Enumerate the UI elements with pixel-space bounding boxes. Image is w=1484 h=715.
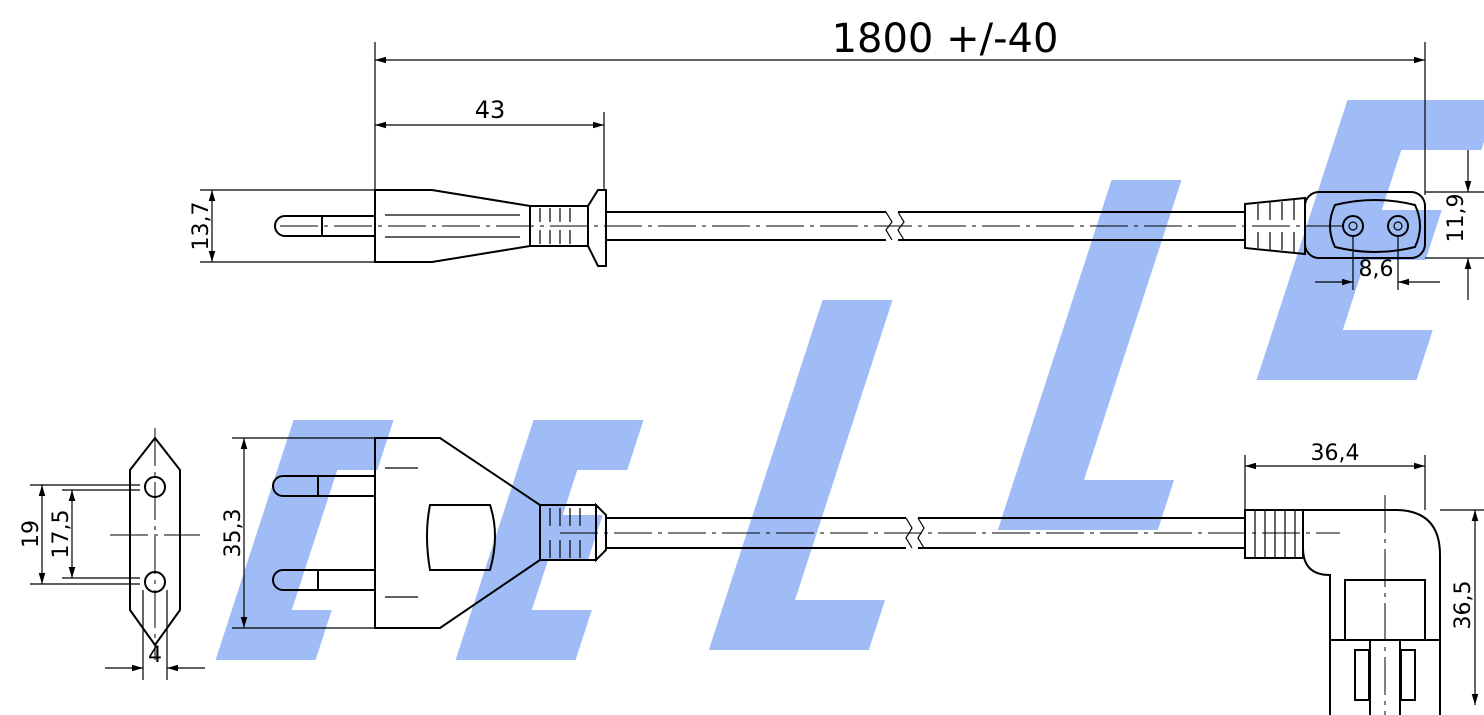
pin-spacing-outer-label: 19 [19,520,44,548]
total-length-label: 1800 +/-40 [832,16,1059,62]
pin-spacing-inner-label: 17,5 [49,510,74,559]
top-view: 1800 +/-40 43 13,7 [189,16,1484,300]
connector-width-label: 8,6 [1359,257,1394,282]
plug-height-label: 13,7 [189,202,214,251]
connector-length-label: 36,4 [1311,441,1360,466]
plug-length-label: 43 [475,96,506,124]
pin-diameter-label: 4 [148,643,162,668]
plug-width-label: 35,3 [221,509,246,558]
side-view: 35,3 36,4 [221,437,1484,715]
plug-face-view: 19 17,5 4 [19,428,205,680]
connector-depth-label: 36,5 [1451,581,1476,630]
connector-height-label: 11,9 [1444,194,1469,243]
